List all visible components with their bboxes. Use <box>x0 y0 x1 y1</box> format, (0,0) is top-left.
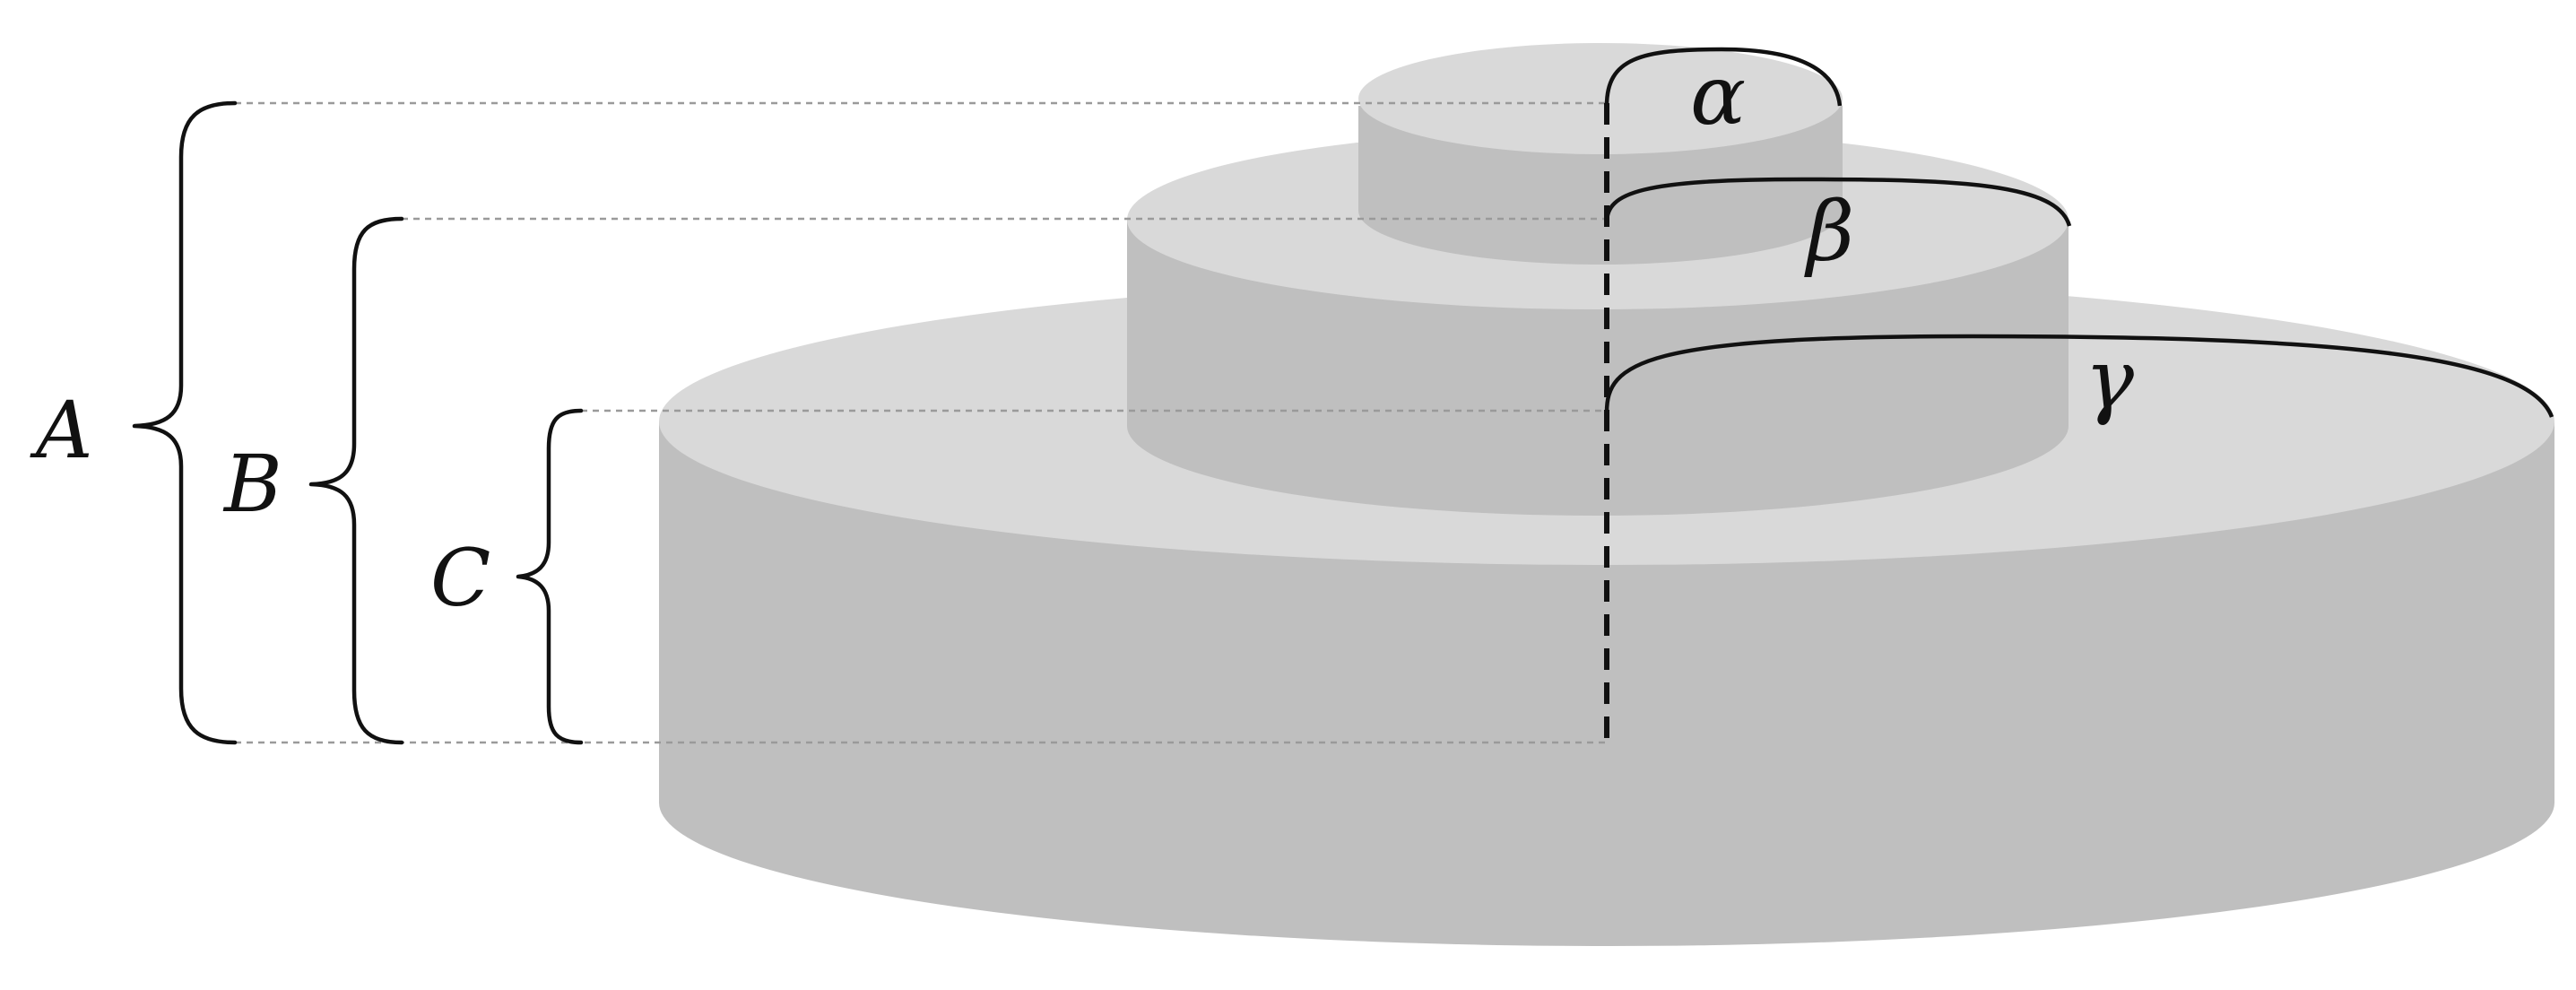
labels: A B C α β γ <box>30 48 2135 624</box>
label-c: C <box>430 532 490 624</box>
top-cylinder-top <box>1358 43 1843 154</box>
radius-arcs <box>1604 47 2554 418</box>
label-gamma: γ <box>2085 332 2135 428</box>
label-beta: β <box>1804 184 1854 280</box>
arc-alpha <box>1604 47 1843 107</box>
brace-a <box>132 100 238 745</box>
arc-gamma <box>1604 334 2554 418</box>
label-alpha: α <box>1690 48 1746 143</box>
braces <box>132 100 584 745</box>
arc-beta <box>1604 177 2072 227</box>
top-cylinder <box>1358 43 1843 265</box>
brace-c <box>516 408 584 745</box>
label-a: A <box>30 384 93 476</box>
guide-lines <box>235 101 1607 744</box>
brace-b <box>308 216 404 745</box>
label-b: B <box>222 438 282 530</box>
